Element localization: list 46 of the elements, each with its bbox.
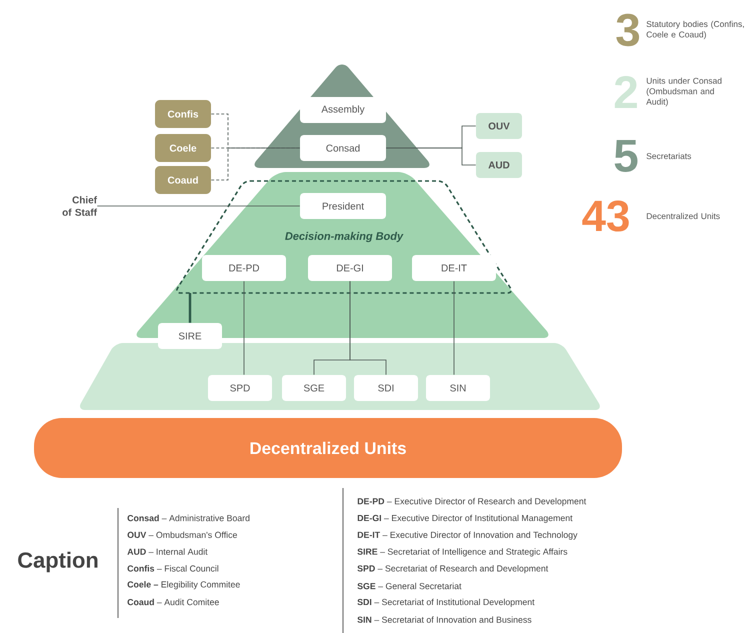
connector-line	[188, 293, 192, 323]
definition-text: SIN – Secretariat of Innovation and Business	[357, 616, 532, 623]
label-box: SPD	[208, 375, 272, 401]
definition-text: Coele – Elegibility Commitee	[128, 581, 240, 590]
label-box: DE-PD	[202, 255, 286, 281]
label-text: Chief of Staff	[62, 196, 98, 216]
stat-number: 5	[614, 140, 638, 172]
label-box: President	[300, 193, 386, 219]
label-box: SIRE	[158, 323, 222, 349]
definition-text: Consad – Administrative Board	[128, 514, 250, 522]
definition-text: SGE – General Secretariat	[357, 582, 462, 590]
tag-box: OUV	[476, 113, 522, 139]
definition-text: DE-GI – Executive Director of Institutional Management	[358, 514, 572, 523]
node-label: Assembly	[321, 105, 365, 115]
label-box: DE-IT	[412, 255, 496, 281]
stat-text: Secretariats	[646, 152, 692, 160]
label-box: SGE	[282, 375, 346, 401]
label-box: Consad	[300, 135, 386, 161]
definition-text: SPD – Secretariat of Research and Development	[357, 565, 548, 574]
definition-text: DE-PD – Executive Director of Research and Development	[358, 498, 586, 506]
tag-box: Coaud	[155, 166, 211, 194]
label-box: SDI	[354, 375, 418, 401]
connector-line	[210, 148, 300, 180]
stat-number: 3	[616, 14, 640, 46]
stat-text: Decentralized Units	[646, 212, 720, 220]
definition-text: Coaud – Audit Comitee	[128, 598, 219, 606]
stat-text: Units under Consad (Ombudsman and Audit)	[646, 78, 722, 106]
definition-text: SIRE – Secretariat of Intelligence and Strategic Affairs	[357, 548, 568, 556]
definition-text: DE-IT – Executive Director of Innovation and Technology	[358, 532, 578, 540]
node-label: DE-IT	[442, 264, 467, 272]
definition-text: OUV – Ombudsman's Office	[128, 532, 237, 538]
definition-text: AUD – Internal Audit	[127, 548, 208, 555]
definition-text: SDI – Secretariat of Institutional Development	[357, 598, 534, 607]
caption-heading: Caption	[18, 552, 98, 572]
connector-line	[350, 280, 386, 376]
definition-text: Confis – Fiscal Council	[128, 565, 218, 572]
tag-box: AUD	[476, 152, 522, 178]
stat-text: Statutory bodies (Confins, Coele e Coaud)	[646, 20, 744, 40]
connector-line	[386, 148, 476, 166]
label-box: DE-GI	[308, 255, 392, 281]
stat-number: 43	[582, 200, 629, 232]
tag-box: Coele	[155, 134, 211, 162]
tag-box: Confis	[155, 100, 211, 128]
label-box: SIN	[426, 375, 490, 401]
label-box: Assembly	[300, 97, 386, 123]
base-band: Decentralized Units	[34, 418, 622, 478]
